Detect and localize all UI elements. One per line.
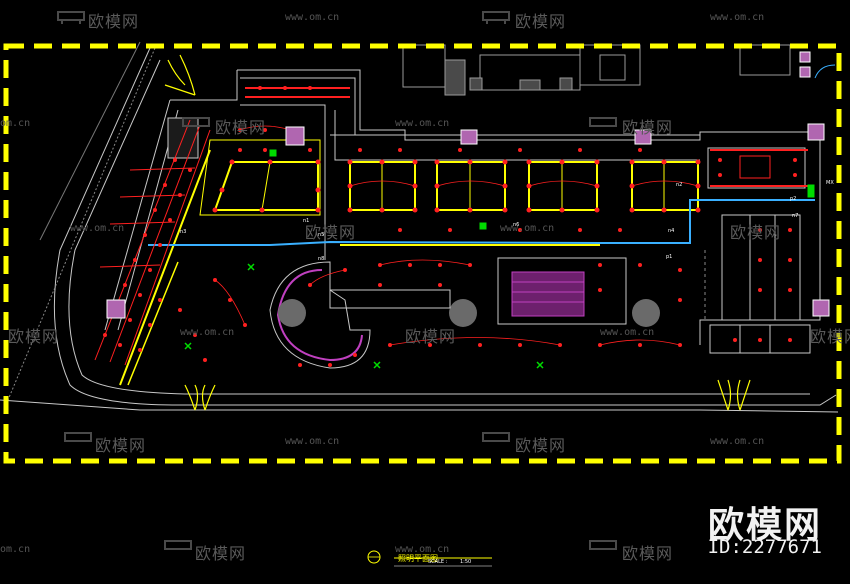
wiring-runs: [214, 125, 699, 346]
watermark-logo-text: 欧模网: [810, 327, 850, 346]
watermark-url: www.om.cn: [180, 327, 235, 338]
sheet-border: [3, 43, 842, 464]
watermark-logo-text: 欧模网: [622, 544, 674, 563]
watermark-url: www.om.cn: [395, 118, 450, 129]
title-block: [367, 550, 492, 567]
top-wall-blocks: [402, 44, 791, 96]
watermark-url: www.om.cn: [500, 223, 555, 234]
yellow-room-frames: [119, 149, 699, 386]
watermark-url: www.om.cn: [285, 436, 340, 447]
watermark-logo-text: 欧模网: [622, 118, 674, 137]
watermark-logo-icons: [57, 11, 617, 550]
watermark-logo-text: 欧模网: [95, 436, 147, 455]
building-outline: [0, 41, 839, 413]
watermark-logo-text: 欧模网: [195, 544, 247, 563]
emergency-markers: [184, 149, 815, 369]
watermark-logo-text: 欧模网: [515, 436, 567, 455]
drawing-title: 照明平面图: [398, 554, 438, 563]
red-fixture-strips: [245, 87, 808, 187]
main-circuit-line: [148, 199, 815, 246]
door-symbols: [164, 54, 751, 411]
watermark-url: www.om.cn: [70, 223, 125, 234]
watermark-url: om.cn: [0, 544, 31, 555]
watermark-url: www.om.cn: [600, 327, 655, 338]
light-fixtures: [103, 86, 797, 367]
watermark-logo-text: 欧模网: [515, 12, 567, 31]
watermark-logo-text: 欧模网: [305, 223, 357, 242]
watermark-url: om.cn: [0, 118, 31, 129]
watermark-logo-text: 欧模网: [88, 12, 140, 31]
scale-value: 1:50: [460, 559, 472, 565]
upper-wing: [104, 69, 821, 345]
right-door-arc: [814, 64, 836, 79]
watermark-url: www.om.cn: [710, 12, 765, 23]
watermark-url: www.om.cn: [285, 12, 340, 23]
central-display-area: [497, 257, 627, 325]
brand-logo-text: 欧模网: [707, 505, 822, 546]
watermark-logo-text: 欧模网: [730, 223, 782, 242]
watermark-url: www.om.cn: [395, 544, 450, 555]
watermark-logo-text: 欧模网: [215, 118, 267, 137]
round-lobby-feature: [269, 261, 660, 369]
watermark-logo-text: 欧模网: [405, 327, 457, 346]
brand-id-text: ID:2277671: [707, 536, 822, 558]
watermark-url: www.om.cn: [710, 436, 765, 447]
room-interior-lines: [261, 161, 665, 211]
right-service-rooms: [704, 147, 811, 354]
distribution-panels: [106, 51, 830, 319]
scale-label: SCALE :: [428, 559, 448, 565]
watermark-logo-text: 欧模网: [8, 327, 60, 346]
